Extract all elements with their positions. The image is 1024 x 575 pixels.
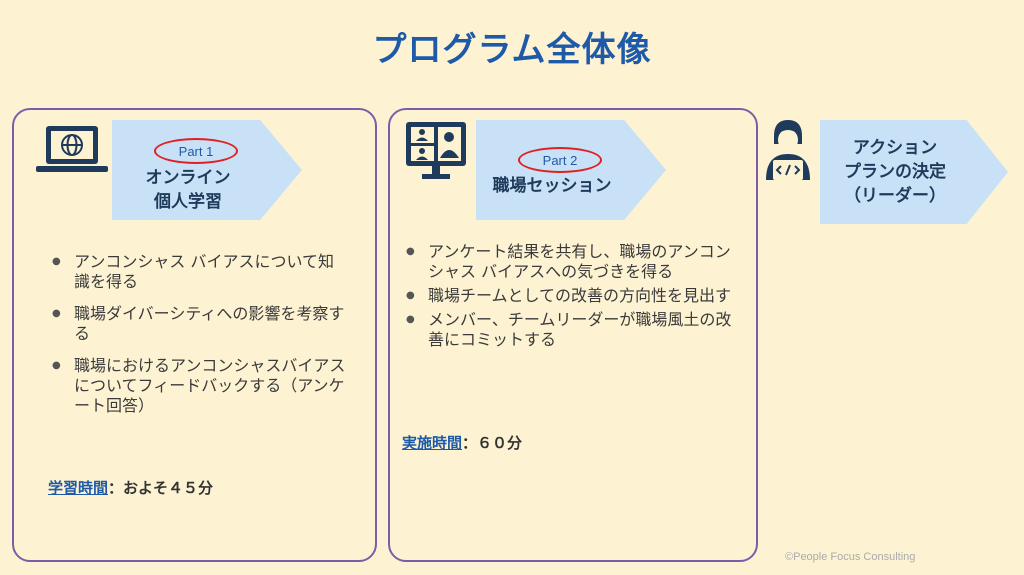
copyright-text: ©People Focus Consulting — [785, 551, 916, 563]
step2-time-label: 実施時間 — [402, 434, 463, 452]
step1-bullet-list: アンコンシャス バイアスについて知識を得る 職場ダイバーシティへの影響を考察する… — [48, 252, 348, 428]
video-conference-icon — [406, 122, 466, 179]
step1-title-line2: 個人学習 — [154, 192, 222, 212]
list-item: メンバー、チームリーダーが職場風土の改善にコミットする — [402, 310, 742, 350]
step1-title: オンライン 個人学習 — [112, 166, 264, 214]
step1-time-value: ：およそ４５分 — [108, 479, 214, 497]
coder-person-icon — [766, 120, 810, 180]
list-item: 職場チームとしての改善の方向性を見出す — [402, 286, 742, 306]
laptop-globe-icon — [36, 126, 108, 172]
list-item: アンコンシャス バイアスについて知識を得る — [48, 252, 348, 292]
step1-title-line1: オンライン — [145, 168, 231, 188]
step1-chevron — [112, 120, 302, 220]
step3-title-line3: （リーダー） — [844, 186, 946, 206]
step2-title: 職場セッション — [476, 174, 628, 198]
list-item: 職場ダイバーシティへの影響を考察する — [48, 304, 348, 344]
page-title: プログラム全体像 — [372, 30, 652, 70]
step1-panel — [12, 108, 377, 562]
step2-panel — [388, 108, 758, 562]
step1-time-label: 学習時間 — [48, 479, 109, 497]
step2-title-line1: 職場セッション — [492, 176, 612, 196]
part1-label: Part 1 — [154, 138, 238, 164]
step3-chevron — [820, 120, 1008, 224]
step3-title-line1: アクション — [852, 138, 938, 158]
step3-title-line2: プランの決定 — [844, 162, 946, 182]
step2-time-value: ：６０分 — [462, 434, 523, 452]
part2-label: Part 2 — [518, 147, 602, 173]
step2-bullet-list: アンケート結果を共有し、職場のアンコンシャス バイアスへの気づきを得る 職場チー… — [402, 242, 742, 354]
step1-time: 学習時間：およそ４５分 — [48, 477, 213, 498]
step3-title: アクション プランの決定 （リーダー） — [820, 136, 970, 208]
step2-time: 実施時間：６０分 — [402, 432, 522, 453]
list-item: 職場におけるアンコンシャスバイアスについてフィードバックする（アンケート回答） — [48, 356, 348, 416]
list-item: アンケート結果を共有し、職場のアンコンシャス バイアスへの気づきを得る — [402, 242, 742, 282]
